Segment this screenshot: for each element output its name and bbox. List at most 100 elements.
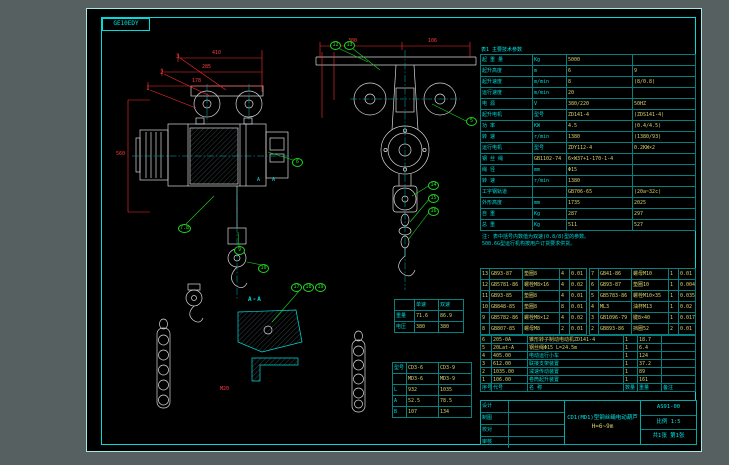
table-cell: 13 — [480, 268, 490, 280]
table-cell: m — [532, 65, 567, 77]
drawing-inner-frame — [101, 17, 696, 445]
table-cell: 405.00 — [491, 351, 528, 360]
table-cell: 4 — [559, 290, 570, 302]
table-cell: 2 — [589, 323, 599, 335]
table-cell: 联接支架装置 — [527, 359, 624, 368]
table-cell: 1 — [623, 359, 638, 368]
notes-label: 注: — [482, 234, 491, 240]
table-cell: 18.7 — [637, 335, 662, 344]
table-cell: 螺栓M10×35 — [631, 290, 669, 302]
section-cut-mark-a2: A — [272, 177, 276, 183]
table-cell: 1 — [668, 312, 679, 324]
table-cell: KW — [532, 120, 567, 132]
table-cell: 3 — [589, 312, 599, 324]
table-cell: 0.01 — [678, 323, 696, 335]
table-cell: 0.01 — [569, 301, 587, 313]
table-cell: 起升速度 — [480, 76, 533, 88]
table-cell: 螺母M8 — [522, 323, 560, 335]
table-cell: 功 率 — [480, 120, 533, 132]
table-cell: mm — [532, 164, 567, 176]
callout-19: 19 — [315, 283, 326, 292]
table-cell: CD3-6 — [406, 362, 439, 374]
table-cell: 1 — [480, 375, 492, 384]
table-cell: 减速传动装置 — [527, 367, 624, 376]
table-cell: 86.9 — [438, 310, 464, 322]
table-cell: 1 — [623, 367, 638, 376]
drawing-sheet-count: 共1张 第1张 — [652, 433, 685, 440]
table-cell: 重量 — [637, 383, 662, 392]
table-cell: 205-0A — [491, 335, 528, 344]
table-cell — [661, 343, 696, 352]
table-cell: 5000 — [566, 54, 633, 66]
callout-12: 12 — [330, 41, 341, 50]
table-cell: 380 — [438, 321, 464, 333]
table-cell: 电动运行小车 — [527, 351, 624, 360]
table-cell: 6 — [566, 65, 633, 77]
table-cell: (ZDS141-4) — [632, 109, 696, 121]
table-cell: 612.00 — [491, 359, 528, 368]
table-cell: 297 — [632, 208, 696, 220]
callout-red-1: 1 — [146, 85, 150, 92]
callout-5: 5 — [466, 117, 477, 126]
table-cell: 0.02 — [569, 312, 587, 324]
table-cell: 1 — [623, 375, 638, 384]
table-cell: 7 — [589, 268, 599, 280]
table-cell: Kg — [532, 54, 567, 66]
table-cell: GB41-86 — [598, 268, 632, 280]
table-cell — [632, 54, 696, 66]
table-row: 单速双速 — [394, 299, 464, 311]
table-cell: 1035.00 — [491, 367, 528, 376]
table-cell — [661, 367, 696, 376]
table-cell — [392, 373, 407, 385]
table-cell: 8 — [566, 76, 633, 88]
table-cell: GB807-85 — [489, 323, 523, 335]
table-cell: 外形高度 — [480, 197, 533, 209]
table-cell: 键8×40 — [631, 312, 669, 324]
table-cell: 9 — [480, 312, 490, 324]
table-cell: 电 源 — [480, 98, 533, 110]
table-cell: 垫圈8 — [522, 268, 560, 280]
table-cell: 转 速 — [480, 131, 533, 143]
notes-line1: 表中括号内数值为双速(0.8/8)型的参数。 — [493, 234, 590, 240]
table-cell: 0.01 — [678, 268, 696, 280]
table-cell: r/min — [532, 175, 567, 187]
table-cell: 0.01 — [569, 290, 587, 302]
table-cell: 6 — [480, 335, 492, 344]
table-cell — [661, 351, 696, 360]
table-cell: GB5781-86 — [489, 279, 523, 291]
table-cell: 161 — [637, 375, 662, 384]
table-cell: 106.00 — [491, 375, 528, 384]
table-cell: 2025 — [632, 197, 696, 209]
table-cell: 0.02 — [569, 279, 587, 291]
table-cell: 1380 — [566, 131, 633, 143]
table-cell: 运行速度 — [480, 87, 533, 99]
title-block-right: AS91-00 比例 1:5 共1张 第1张 — [641, 401, 696, 444]
table-cell: 380/220 — [566, 98, 633, 110]
table-cell: 1735 — [566, 197, 633, 209]
table-cell: MD3-6 — [406, 373, 439, 385]
table-cell: 287 — [566, 208, 633, 220]
callout-red-3: 3 — [176, 53, 180, 60]
table-cell: V — [532, 98, 567, 110]
callout-16: 16 — [428, 207, 439, 216]
table-cell: 0.035 — [678, 290, 696, 302]
table-cell: 4 — [559, 279, 570, 291]
table-cell: 1 — [623, 343, 638, 352]
table-cell: Kg — [532, 208, 567, 220]
callout-14: 14 — [428, 181, 439, 190]
callout-6: 6 — [292, 158, 303, 167]
table-cell: 1035 — [438, 384, 472, 396]
table-cell: ZDY112-4 — [566, 142, 633, 154]
table-cell: 绳 径 — [480, 164, 533, 176]
table-cell: 1 — [668, 268, 679, 280]
